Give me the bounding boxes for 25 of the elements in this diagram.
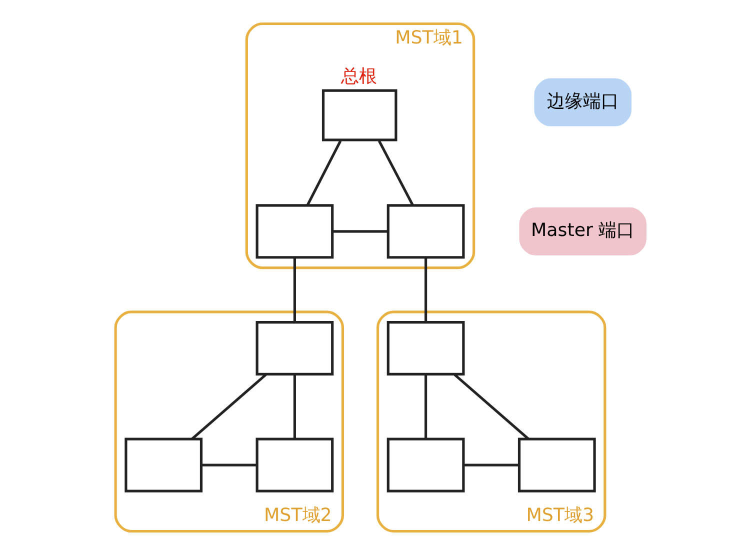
cluster: MST域3 [376, 310, 606, 533]
legend-label: Master 端口 [530, 220, 634, 242]
connector [306, 140, 342, 206]
node-box [517, 438, 596, 492]
node-box [124, 438, 202, 492]
node-box [386, 204, 464, 259]
connector [463, 464, 519, 466]
connector [424, 374, 427, 440]
connector [190, 373, 267, 440]
connector [292, 258, 296, 322]
node-box [321, 89, 397, 142]
connector [292, 374, 296, 440]
connector [452, 373, 529, 440]
node-box [386, 438, 464, 492]
node-box [255, 320, 334, 376]
node-label: 总根 [340, 66, 376, 87]
connector [332, 230, 388, 233]
legend-label: 边缘端口 [546, 91, 618, 112]
connector [201, 464, 256, 466]
cluster: MST域2 [114, 310, 344, 533]
connector [424, 258, 427, 322]
node-box [255, 438, 334, 492]
node-box [386, 320, 464, 376]
connector [377, 140, 414, 206]
node-box [255, 204, 334, 259]
